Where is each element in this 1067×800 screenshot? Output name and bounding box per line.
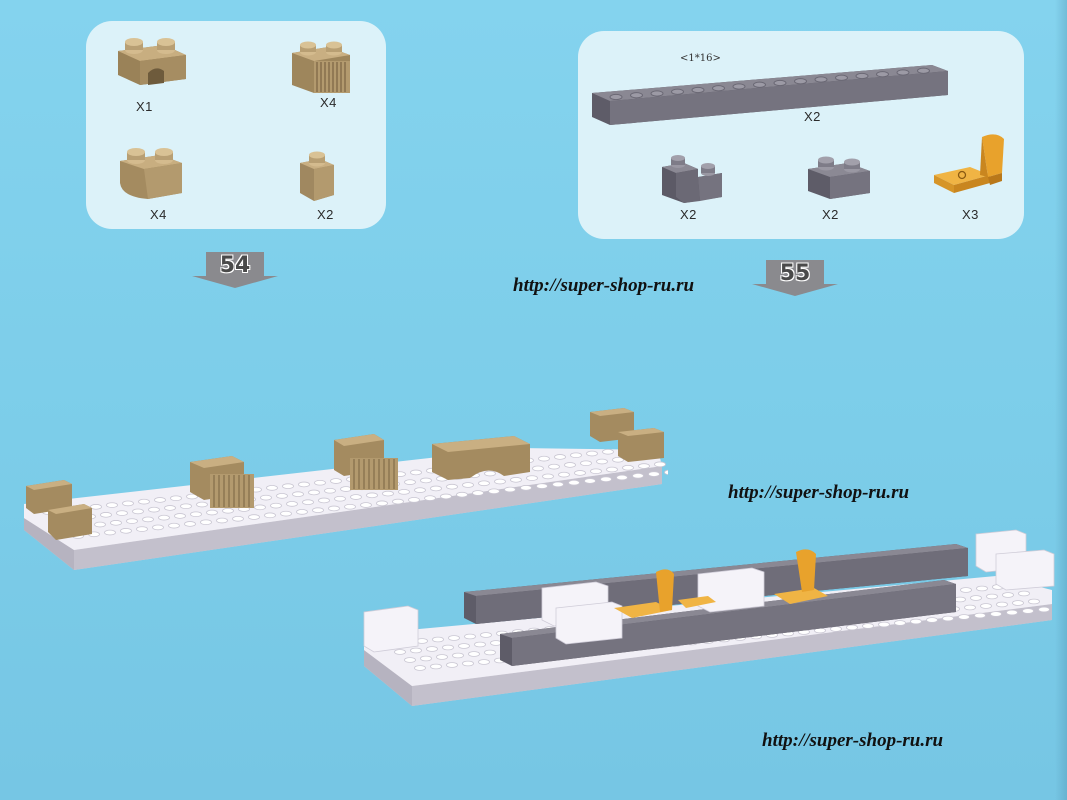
step-54-assembly-illustration [24,408,668,570]
tan-round-corner-brick-icon [120,148,182,199]
step-55-parts-panel: <1*16> X2 X2 X2 X3 [578,31,1024,239]
watermark-url: http://super-shop-ru.ru [762,730,944,751]
tan-ribbed-brick-icon [292,41,350,93]
step-55-assembly-illustration [363,529,1055,706]
step-55-arrow: 55 [752,258,838,298]
qty-label: X2 [680,207,697,222]
watermark-url: http://super-shop-ru.ru [513,275,695,296]
page-edge-shadow [1055,0,1067,800]
qty-label: X4 [150,207,167,222]
step-55-number: 55 [779,261,811,286]
qty-label: X1 [136,99,153,114]
qty-label: X4 [320,95,337,110]
gray-1x2-brick-icon [808,156,870,199]
orange-seat-piece-icon [934,134,1004,193]
step-54-parts-panel: X1 X4 X4 X2 [86,21,386,229]
qty-label: X3 [962,207,979,222]
qty-label: X2 [804,109,821,124]
gray-1x16-brick-icon [592,65,948,125]
qty-label: X2 [317,207,334,222]
watermark-url: http://super-shop-ru.ru [728,482,910,503]
gray-corner-brick-icon [662,155,722,203]
long-brick-size-label: <1*16> [680,53,721,64]
qty-label: X2 [822,207,839,222]
step-54-arrow: 54 [192,250,278,290]
tan-arch-brick-icon [118,38,186,85]
step-54-number: 54 [219,253,251,278]
tan-1x1-brick-icon [300,151,334,201]
